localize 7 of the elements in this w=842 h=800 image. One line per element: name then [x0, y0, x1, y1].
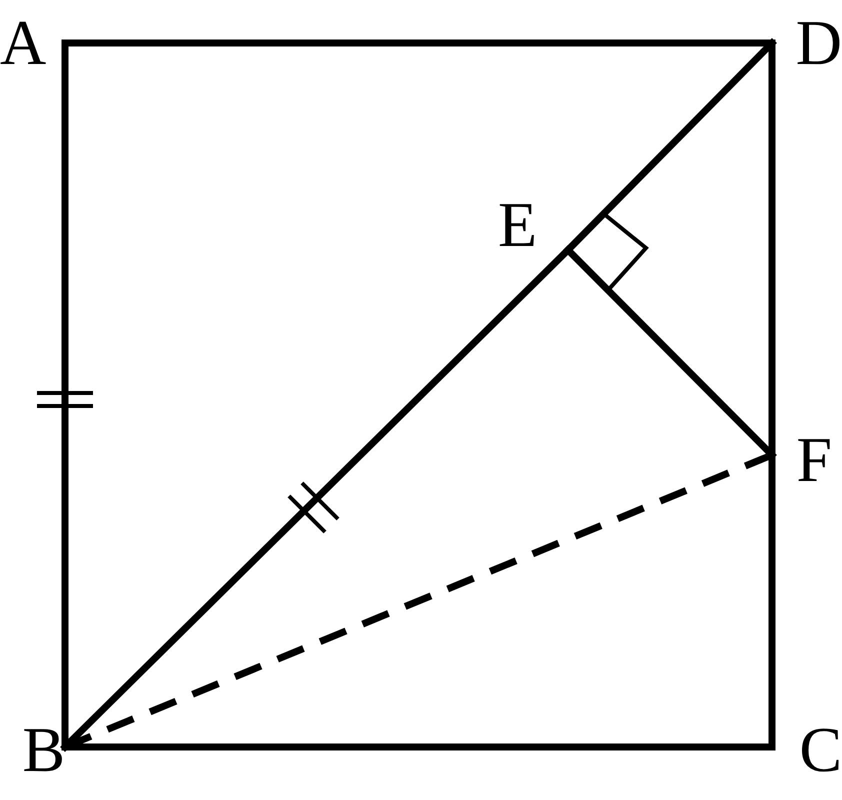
line-segment [564, 246, 776, 458]
point-label: F [772, 425, 832, 495]
point-label: D [772, 8, 842, 78]
point-label: A [0, 8, 65, 78]
point-label: E [498, 195, 568, 255]
point-label: C [772, 712, 842, 787]
point-label: B [0, 712, 65, 787]
